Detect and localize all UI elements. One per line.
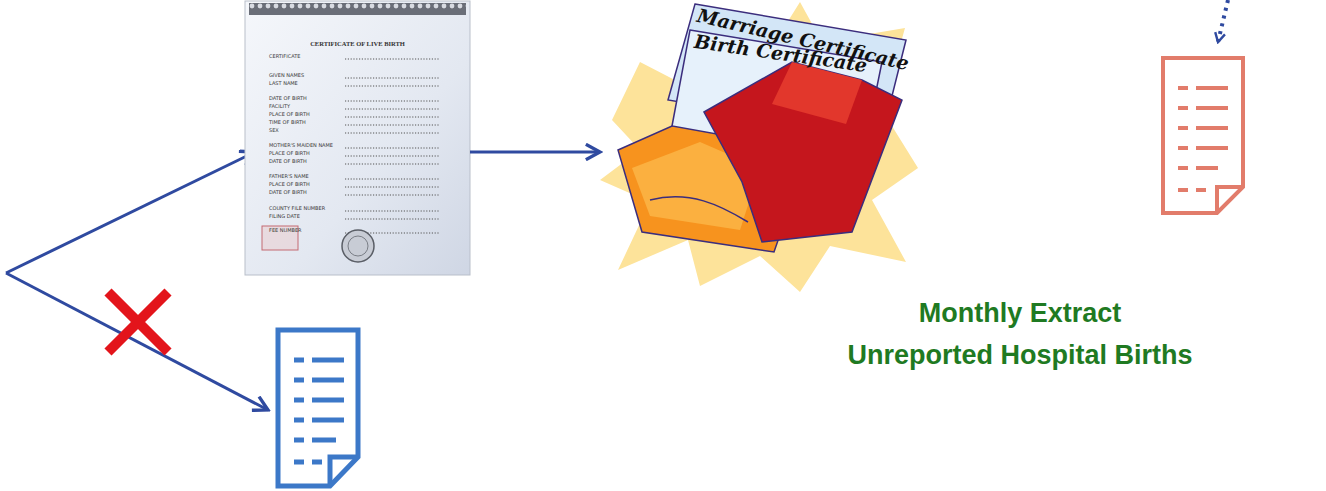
field-label: FATHER'S NAME — [269, 173, 309, 179]
field-label: DATE OF BIRTH — [269, 95, 307, 101]
certificate-border-band — [249, 3, 466, 15]
red-cross-stroke — [108, 292, 168, 352]
document-icon — [278, 330, 358, 486]
field-label: LAST NAME — [269, 80, 298, 86]
document-fold — [330, 457, 358, 486]
certificate-illustration — [245, 1, 470, 275]
document-outline — [278, 330, 358, 486]
field-label: COUNTY FILE NUMBER — [269, 205, 325, 211]
red-folder — [704, 62, 902, 242]
red-cross-stroke — [108, 292, 168, 352]
branch-line — [6, 273, 268, 410]
certificate-heading: CERTIFICATE OF LIVE BIRTH — [245, 40, 470, 47]
field-label: FEE NUMBER — [269, 227, 302, 233]
document-fold — [1217, 187, 1243, 213]
document-lines — [294, 360, 344, 462]
caption-label: Unreported Hospital Births — [820, 340, 1220, 371]
field-label: PLACE OF BIRTH — [269, 181, 310, 187]
document-lines — [1178, 88, 1228, 190]
field-label: DATE OF BIRTH — [269, 189, 307, 195]
field-label: TIME OF BIRTH — [269, 119, 306, 125]
folder-edge-line — [650, 197, 748, 222]
document-icon — [1163, 58, 1243, 213]
certificate-paper — [245, 1, 470, 275]
branch-line — [6, 152, 255, 273]
field-label: FILING DATE — [269, 213, 300, 219]
folder-node: Marriage CertificateBirth Certificate — [600, 0, 910, 292]
caption-label: Monthly Extract — [820, 298, 1220, 329]
field-label: DATE OF BIRTH — [269, 158, 307, 164]
certificate-seal-ring — [348, 236, 368, 256]
field-label: GIVEN NAMES — [269, 72, 304, 78]
field-label: FACILITY — [269, 103, 290, 109]
dotted-arrow — [1218, 0, 1228, 42]
field-label: PLACE OF BIRTH — [269, 150, 310, 156]
field-label: PLACE OF BIRTH — [269, 111, 310, 117]
red-cross — [108, 292, 168, 352]
starburst — [600, 2, 918, 292]
field-label: CERTIFICATE — [269, 53, 300, 59]
folder-illustration — [600, 2, 918, 292]
certificate-node: CERTIFICATE OF LIVE BIRTH CERTIFICATE GIVE… — [245, 0, 470, 275]
document-outline — [1163, 58, 1243, 213]
certificate-seal — [342, 230, 374, 262]
certificate-field-lines — [345, 59, 440, 233]
field-label: MOTHER'S MAIDEN NAME — [269, 142, 333, 148]
field-label: SEX — [269, 127, 279, 133]
flow-arrow — [470, 151, 600, 154]
